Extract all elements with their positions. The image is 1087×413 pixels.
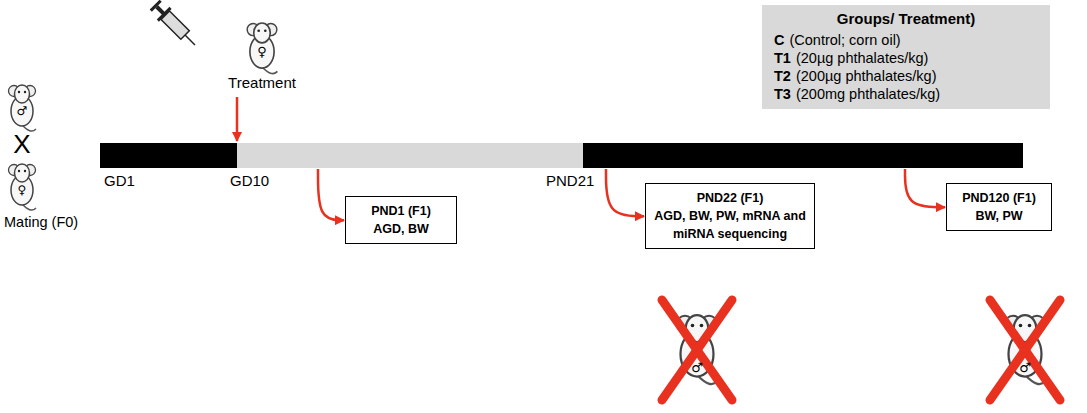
sampling-arrow [905, 169, 945, 207]
cross-stroke [990, 300, 1060, 400]
leader-arrows [318, 169, 945, 220]
timepoint-label: GD10 [230, 172, 269, 190]
red-cross [990, 300, 1060, 400]
sampling-box: PND1 (F1)AGD, BW [345, 196, 457, 244]
group-row: T3 (200mg phthalates/kg) [774, 85, 1038, 103]
syringe-barrel [161, 11, 189, 39]
sampling-box: PND22 (F1)AGD, BW, PW, mRNA and miRNA se… [645, 183, 815, 249]
syringe-needle [185, 35, 195, 45]
group-code: T2 [774, 68, 791, 84]
cross-stroke [990, 300, 1060, 400]
group-code: C [774, 32, 784, 48]
timeline-segment [100, 143, 237, 168]
treatment-arrow [236, 97, 239, 141]
mating-label: Mating (F0) [4, 214, 78, 231]
box-heading: PND120 (F1) [953, 189, 1045, 207]
male-mouse [9, 85, 37, 131]
group-row: C (Control; corn oil) [774, 31, 1038, 49]
female-mouse [247, 23, 277, 74]
box-heading: PND22 (F1) [652, 189, 808, 207]
timeline-segment [583, 143, 1023, 168]
female-mouse [9, 164, 37, 210]
group-description: (200mg phthalates/kg) [796, 86, 940, 102]
sampling-box: PND120 (F1)BW, PW [946, 183, 1052, 231]
sex-symbol: ♂ [691, 360, 703, 376]
sex-symbol: ♂ [1019, 360, 1031, 376]
box-body: BW, PW [953, 207, 1045, 225]
sex-symbol: ♂ [17, 104, 28, 118]
cross-stroke [662, 300, 732, 400]
group-code: T3 [774, 86, 791, 102]
legend-title: Groups/ Treatment) [774, 10, 1038, 29]
group-description: (200µg phthalates/kg) [796, 68, 937, 84]
syringe-icon [148, 0, 201, 51]
treatment-groups-box: Groups/ Treatment)C(Control; corn oil)T1… [762, 5, 1050, 109]
sex-symbol: ♀ [257, 44, 267, 60]
group-code: T1 [774, 50, 791, 66]
box-heading: PND1 (F1) [352, 202, 450, 220]
sex-symbol: ♀ [18, 183, 27, 197]
box-body: AGD, BW [352, 220, 450, 238]
cross-stroke [662, 300, 732, 400]
group-description: (Control; corn oil) [789, 32, 900, 48]
sampling-arrow [318, 169, 344, 220]
group-row: T1 (20µg phthalates/kg) [774, 49, 1038, 67]
group-row: T2 (200µg phthalates/kg) [774, 67, 1038, 85]
treatment-label: Treatment [228, 74, 296, 92]
timepoint-label: GD1 [104, 172, 135, 190]
box-body: AGD, BW, PW, mRNA and miRNA sequencing [652, 207, 808, 243]
cross-mark: X [13, 129, 30, 160]
timepoint-label: PND21 [546, 172, 594, 190]
red-cross [662, 300, 732, 400]
group-description: (20µg phthalates/kg) [796, 50, 929, 66]
timeline-segment [237, 143, 583, 168]
sampling-arrow [606, 169, 644, 216]
